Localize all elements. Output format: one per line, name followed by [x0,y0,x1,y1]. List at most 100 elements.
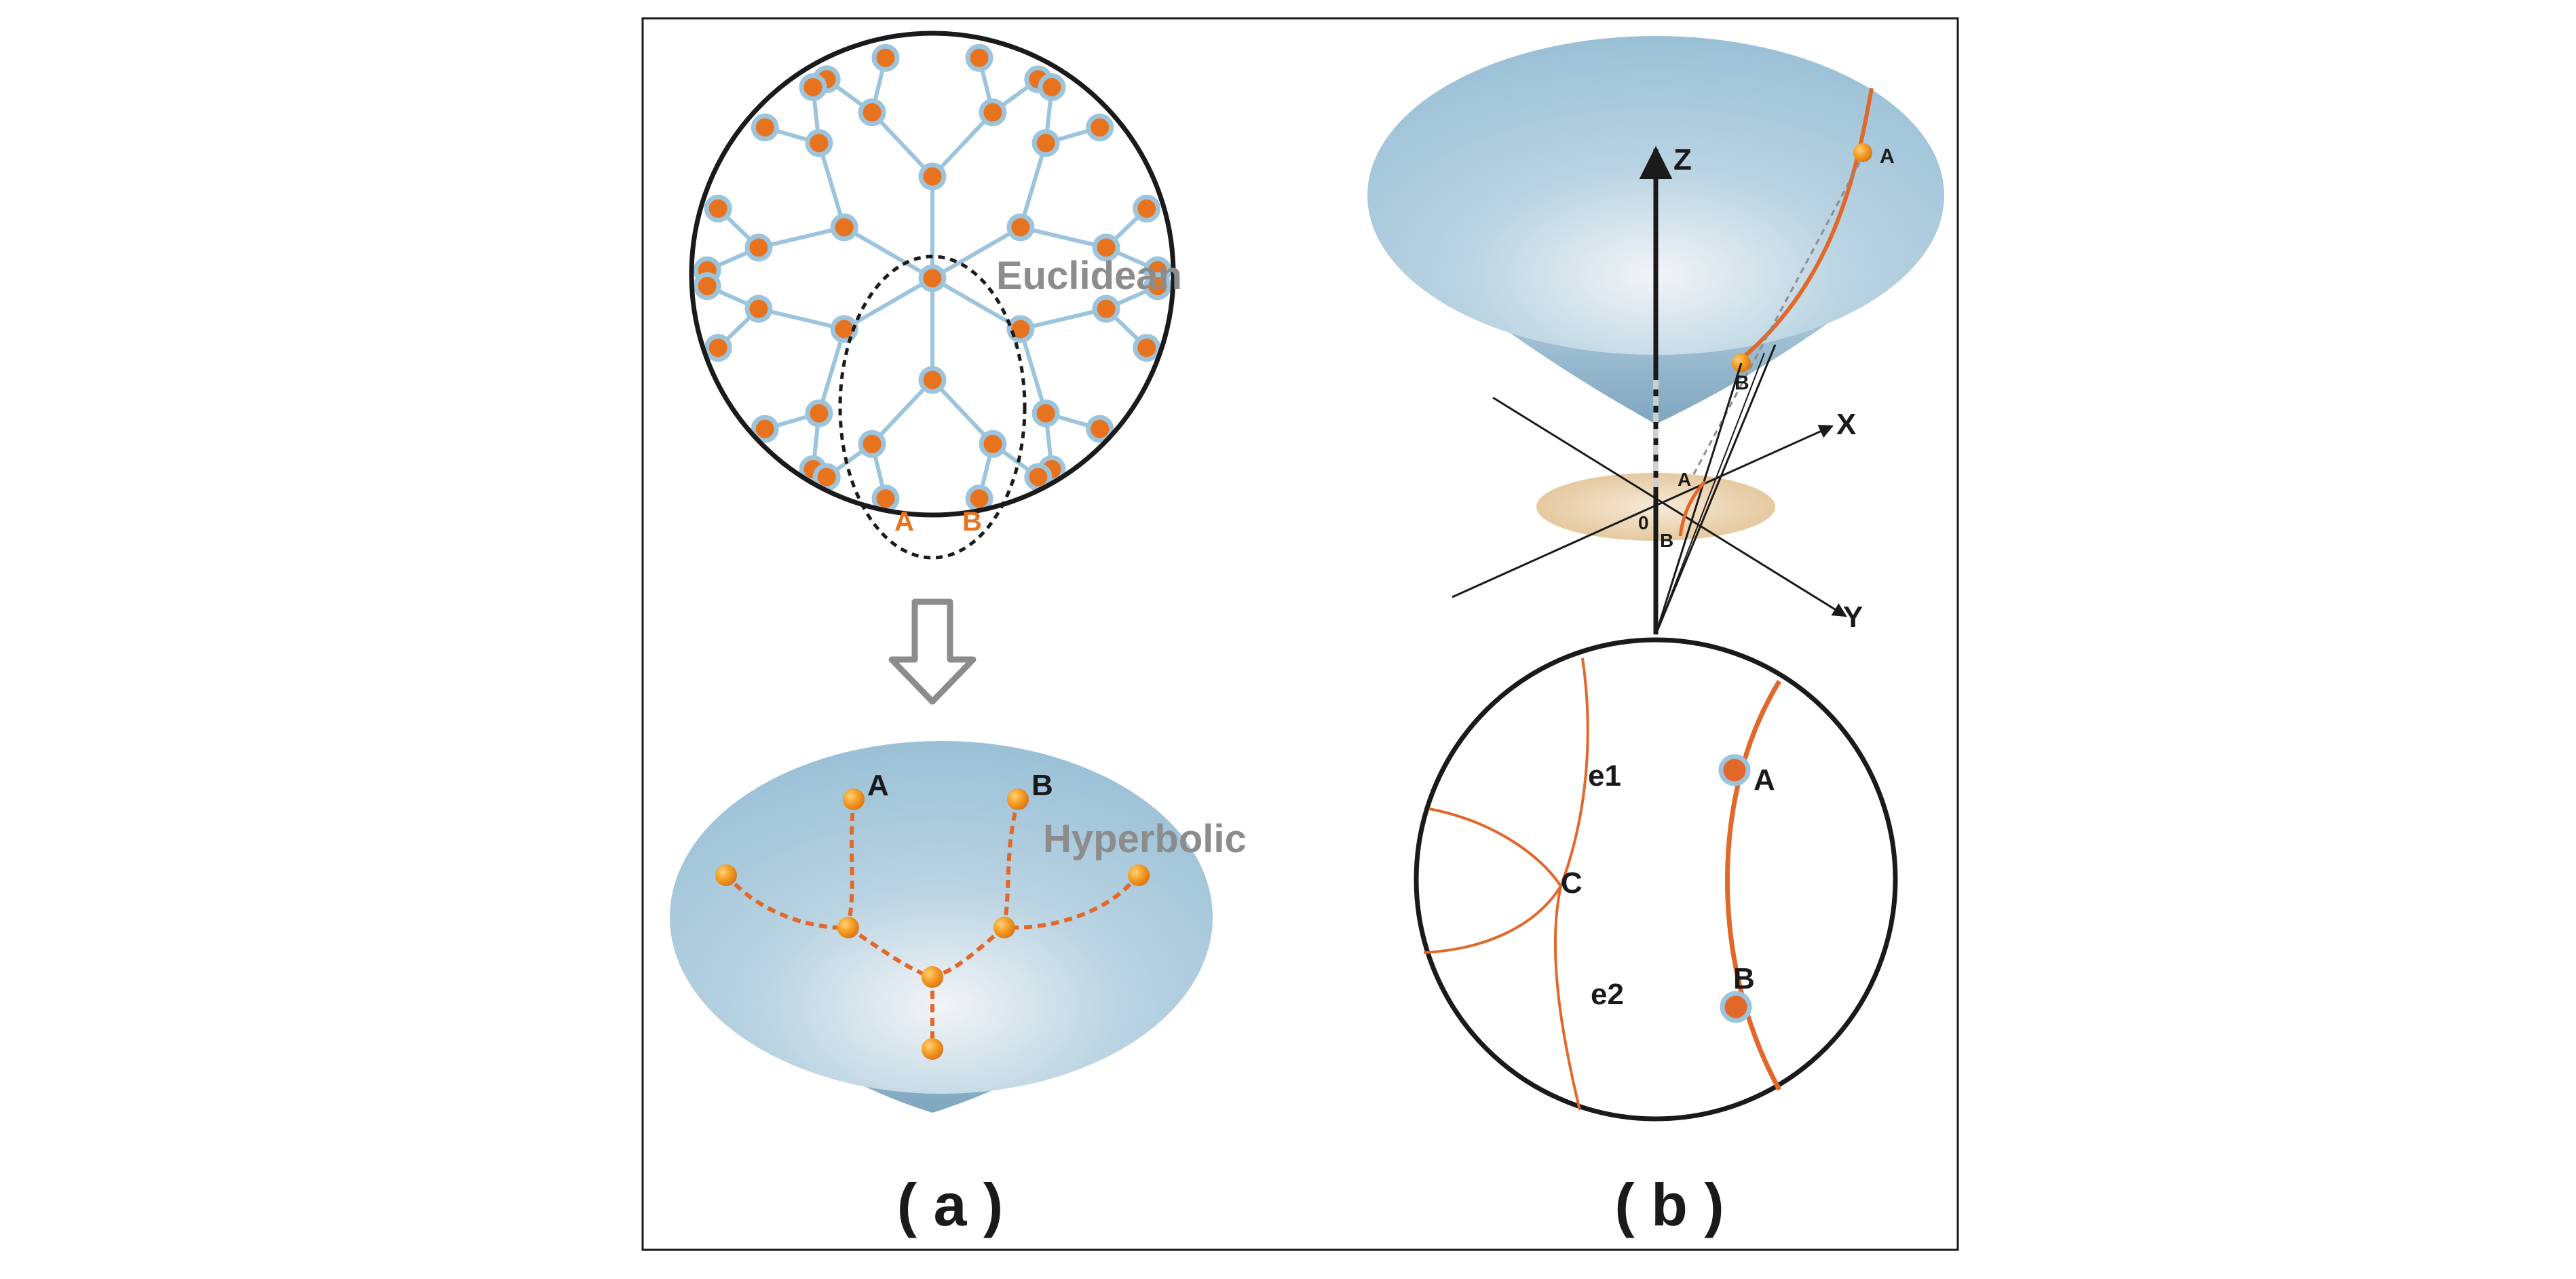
tree-edge [930,111,995,178]
tree-node [1133,194,1161,223]
tree-node [1143,272,1172,301]
hyperboloid-label-b: B [1735,372,1749,394]
tree-node [918,264,947,292]
edge-e1-label: e1 [1588,759,1621,793]
tree-edge [870,378,934,446]
hyper-node-b-label: B [1031,769,1053,802]
disk3d-label-b: B [1660,530,1673,551]
geodesic-ab [1725,680,1782,1091]
hyperbolic-label: Hyperbolic [1043,817,1247,861]
tree-edge [817,328,846,415]
origin-label: 0 [1638,512,1649,533]
tree-edge [843,276,934,331]
disk-node-a-label: A [1754,763,1775,797]
hyper-node [922,966,943,988]
axis-y-label: Y [1843,600,1863,634]
hyper-node [993,917,1015,938]
projection-line [1655,352,1765,635]
tree-node [830,315,858,343]
tree-node [744,233,773,262]
caption-b: ( b ) [1614,1171,1724,1238]
geodesic-c2 [1423,885,1562,954]
hyperbolic-bowl [670,741,1213,1113]
caption-a: ( a ) [897,1171,1003,1238]
tree-node [1092,233,1120,262]
tree-edge [758,225,845,250]
tree-node [858,98,886,127]
euclidean-tree [693,43,1172,513]
tree-node [799,73,827,101]
tree-node [704,194,732,223]
transform-arrow-icon [888,598,977,705]
x-axis [1452,425,1834,598]
axis-z-label: Z [1673,143,1692,176]
node-b-prime-label: B [962,507,982,537]
tree-edge [843,225,934,280]
geodesic-c1 [1428,807,1562,887]
tree-node [704,334,732,362]
tree-node [693,272,721,301]
geodesic-e2 [1553,885,1581,1111]
tree-node [979,98,1007,127]
tree-node [871,43,900,72]
hyperboloid-label-a: A [1880,145,1895,168]
tree-node [918,366,947,394]
tree-node [1086,113,1114,142]
disk-node-b [1720,991,1752,1023]
projection-line [1654,344,1777,635]
tree-edge [870,111,934,178]
panel-a: Euclidean A B A B Hyperb [670,31,1247,1238]
tree-node [1133,334,1161,362]
tree-edge [1019,328,1048,415]
tree-node [979,429,1007,458]
euclidean-label: Euclidean [996,254,1182,298]
tree-node [751,415,779,443]
hyperboloid-point-a [1853,143,1872,162]
axis-x-label: X [1836,408,1856,441]
point-c-label: C [1561,866,1583,900]
tree-node [1031,129,1060,157]
tree-edge [758,307,845,331]
tree-edge [817,142,846,228]
tree-edge [930,378,995,446]
tree-node [1038,73,1066,101]
hyper-node-b [1007,788,1029,810]
tree-node [805,129,833,157]
hyperboloid-geodesic [1736,88,1874,364]
disk-geodesic-3d [1678,480,1706,537]
tree-edge [1020,225,1107,250]
hyper-node [922,1038,943,1060]
hyperbolic-tree [715,788,1150,1060]
tree-node [1092,294,1120,323]
hyper-node-a-label: A [867,769,889,802]
tree-edge [1019,142,1048,228]
tree-node [918,162,947,191]
tree-node [805,399,833,427]
figure-frame [641,17,1959,1251]
tree-node [1086,415,1114,443]
projection-line-a [1688,152,1866,482]
hyper-node [715,864,737,886]
tree-node [751,113,779,142]
tree-node [1031,399,1060,427]
poincare-disk [1414,637,1898,1122]
disk-node-b-label: B [1733,962,1755,995]
geodesic-e1 [1559,657,1589,887]
edge-e2-label: e2 [1591,978,1624,1011]
hyper-node-a [843,788,865,810]
panel-b: A B Z X Y 0 A B e1 e2 [1367,36,1944,1238]
hyper-node [837,917,859,938]
tree-node [1006,213,1035,242]
tree-node [830,213,858,242]
tree-node [965,43,993,72]
projection-line [1654,362,1743,635]
tree-edge [931,276,1022,331]
tree-node [858,429,886,458]
hyper-node [1128,864,1150,886]
y-axis [1492,396,1847,617]
disk-node-a [1718,754,1751,786]
disk3d-label-a: A [1678,469,1691,490]
tree-edge [1020,307,1107,331]
